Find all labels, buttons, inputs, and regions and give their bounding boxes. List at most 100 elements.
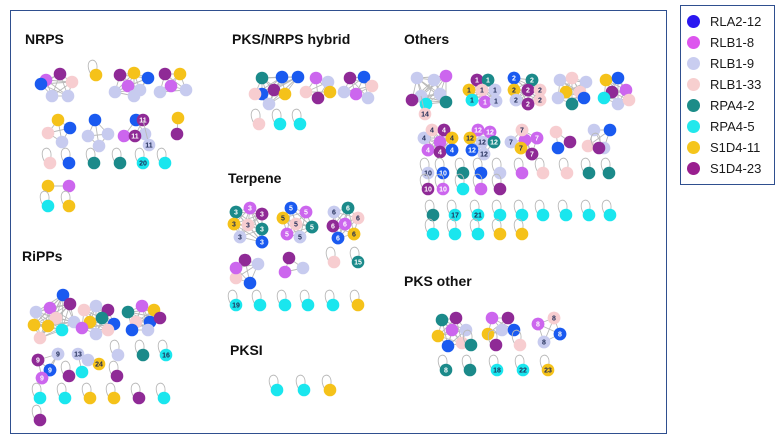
self-loop-edge [108, 360, 119, 375]
node-label: 21 [474, 213, 482, 220]
network-node [41, 179, 55, 193]
network-node [289, 217, 303, 231]
node-label: 3 [238, 235, 242, 242]
node-label: 4 [450, 148, 454, 155]
node-label: 2 [526, 88, 530, 95]
network-node [61, 89, 75, 103]
network-node [158, 156, 172, 170]
node-label: 10 [424, 187, 432, 194]
self-loop-edge [580, 199, 591, 214]
network-node [565, 71, 579, 85]
network-node [338, 217, 352, 231]
network-node [485, 311, 499, 325]
node-label: 9 [36, 358, 40, 365]
network-node [43, 156, 57, 170]
network-node [255, 222, 269, 236]
network-node [462, 83, 476, 97]
self-loop-edge [472, 157, 483, 172]
self-loop-edge [534, 199, 545, 214]
network-node [421, 143, 435, 157]
network-node [77, 303, 91, 317]
network-node [349, 87, 363, 101]
network-node [107, 391, 121, 405]
node-label: 15 [354, 260, 362, 267]
network-node [71, 347, 85, 361]
legend-swatch [687, 14, 700, 28]
network-node [270, 383, 284, 397]
network-node [337, 85, 351, 99]
self-loop-edge [134, 339, 145, 354]
network-node [513, 338, 527, 352]
network-node [87, 156, 101, 170]
node-label: 17 [451, 213, 459, 220]
network-node [465, 93, 479, 107]
network-node [55, 135, 69, 149]
network-node [293, 230, 307, 244]
self-loop-edge [325, 246, 336, 261]
network-node [299, 205, 313, 219]
network-node [58, 391, 72, 405]
node-label: 5 [304, 210, 308, 217]
node-label: 5 [294, 222, 298, 229]
network-node [488, 83, 502, 97]
legend-swatch [687, 98, 700, 112]
network-node [229, 298, 243, 312]
node-label: 8 [558, 332, 562, 339]
network-node [51, 113, 65, 127]
network-node [351, 298, 365, 312]
network-node [477, 147, 491, 161]
section-title-terpene: Terpene [228, 170, 282, 186]
network-node [603, 123, 617, 137]
self-loop-edge [31, 404, 42, 419]
network-node [365, 79, 379, 93]
legend-item: RLB1-9 [687, 54, 754, 72]
legend-label: RLB1-9 [710, 55, 755, 71]
self-loop-edge [111, 147, 122, 162]
network-node [599, 73, 613, 87]
self-loop-edge [299, 289, 310, 304]
network-node [592, 141, 606, 155]
self-loop-edge [130, 382, 141, 397]
legend-swatch [687, 161, 700, 175]
network-node [127, 66, 141, 80]
network-node [273, 117, 287, 131]
legend-swatch [687, 77, 700, 91]
network-node [470, 73, 484, 87]
network-node [507, 71, 521, 85]
node-label: 19 [232, 303, 240, 310]
node-label: 12 [474, 128, 482, 135]
network-node [515, 166, 529, 180]
network-node [293, 117, 307, 131]
self-loop-edge [454, 157, 465, 172]
network-node [622, 93, 636, 107]
self-loop-edge [601, 199, 612, 214]
network-node [448, 227, 462, 241]
node-label: 7 [530, 152, 534, 159]
node-label: 6 [332, 210, 336, 217]
network-node [478, 95, 492, 109]
node-label: 1 [494, 99, 498, 106]
network-node [541, 363, 555, 377]
network-node [35, 371, 49, 385]
node-label: 12 [486, 130, 494, 137]
network-node [56, 288, 70, 302]
legend-label: RPA4-5 [710, 118, 755, 134]
network-node [456, 182, 470, 196]
self-loop-edge [491, 157, 502, 172]
network-node [425, 123, 439, 137]
node-label: 3 [260, 240, 264, 247]
network-node [439, 95, 453, 109]
network-node [549, 125, 563, 139]
network-node [92, 357, 106, 371]
network-node [579, 75, 593, 89]
self-loop-edge [513, 218, 524, 233]
self-loop-edge [557, 199, 568, 214]
network-node [504, 135, 518, 149]
network-node [255, 71, 269, 85]
network-node [565, 97, 579, 111]
legend-swatch [687, 140, 700, 154]
network-node [43, 301, 57, 315]
network-node [449, 311, 463, 325]
network-node [233, 230, 247, 244]
node-label: 6 [331, 224, 335, 231]
